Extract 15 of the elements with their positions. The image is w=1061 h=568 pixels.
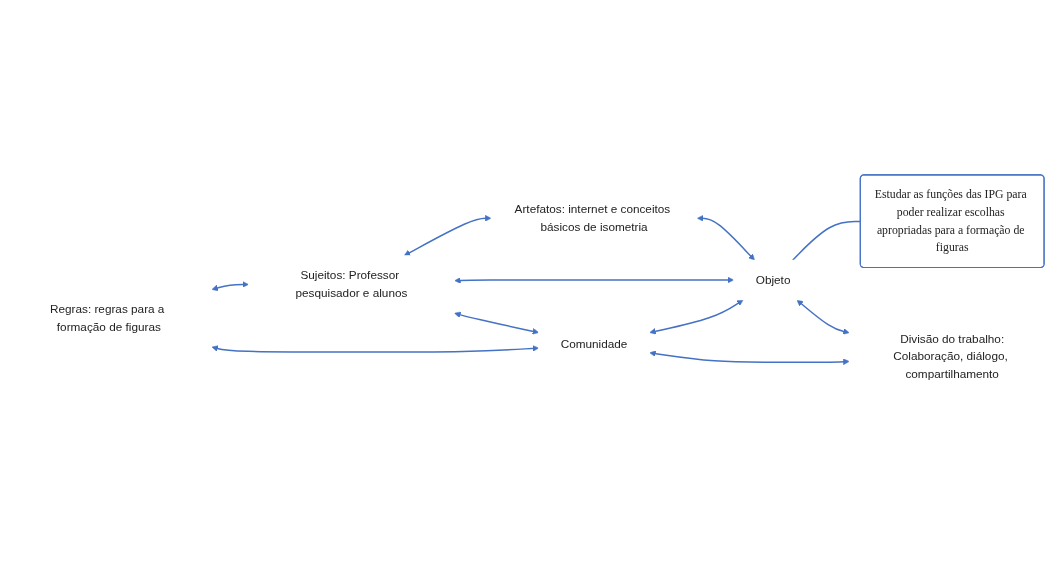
arrow (454, 276, 734, 284)
node-text: Artefatos: internet e conceitos básicos de isometria (514, 202, 671, 233)
arrow (454, 311, 539, 335)
node-text: Objeto (755, 272, 791, 286)
arrow (796, 299, 850, 335)
arrow (211, 280, 249, 291)
node-text: Regras: regras para a formação de figuras (49, 302, 165, 333)
node-text: Divisão do trabalho: Colaboração, diálogo, compartilhamento (893, 331, 1008, 380)
node-text: Comunidade (560, 337, 628, 351)
arrow (403, 214, 492, 256)
node-text: Sujeitos: Professor pesquisador e alunos (295, 268, 408, 299)
arrow (649, 299, 744, 335)
arrow (211, 344, 539, 353)
arrow (696, 214, 755, 261)
arrow (649, 350, 850, 365)
